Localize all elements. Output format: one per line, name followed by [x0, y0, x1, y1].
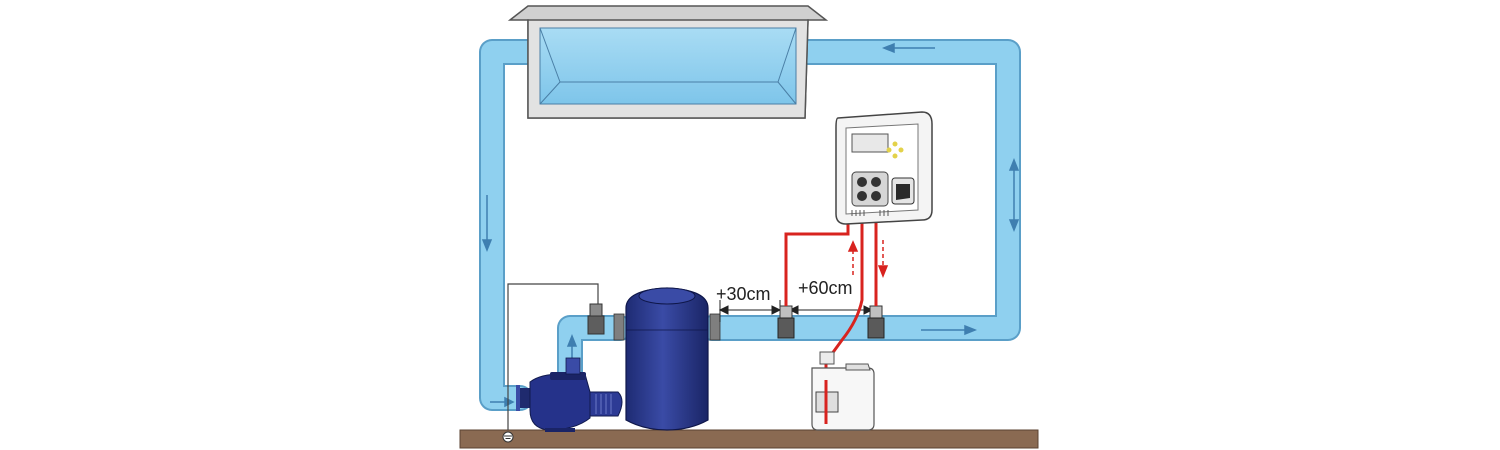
pump-probe-holder [587, 303, 605, 335]
flow-arrow-icon [481, 195, 493, 253]
flow-arrow-icon [877, 240, 889, 279]
chemical-container-icon [811, 351, 875, 431]
pool-icon [507, 5, 829, 119]
ground-symbol-icon [502, 431, 514, 443]
sand-filter-icon [613, 287, 721, 431]
electrical-wire [507, 283, 599, 430]
flow-arrow-icon [881, 42, 935, 54]
water-pump-icon [516, 357, 623, 432]
ground-slab [459, 429, 1039, 449]
flow-arrow-icon [1008, 157, 1020, 233]
flow-arrow-icons [481, 42, 1020, 408]
dimension-label-30cm: +30cm [716, 284, 771, 304]
flow-arrow-icon [847, 240, 859, 275]
flow-arrow-icon [490, 396, 515, 408]
flow-arrow-icon [921, 324, 978, 336]
probe-holder-icon [867, 305, 885, 339]
chemical-flow-arrows [847, 240, 889, 279]
dimension-60cm [788, 305, 874, 315]
probe-holder-icon [777, 305, 795, 339]
chemical-lines [784, 220, 878, 424]
controller-buttons [886, 141, 904, 159]
controller-display [851, 133, 889, 153]
dimension-label-60cm: +60cm [798, 278, 853, 298]
controller-unit-icon [835, 111, 933, 225]
